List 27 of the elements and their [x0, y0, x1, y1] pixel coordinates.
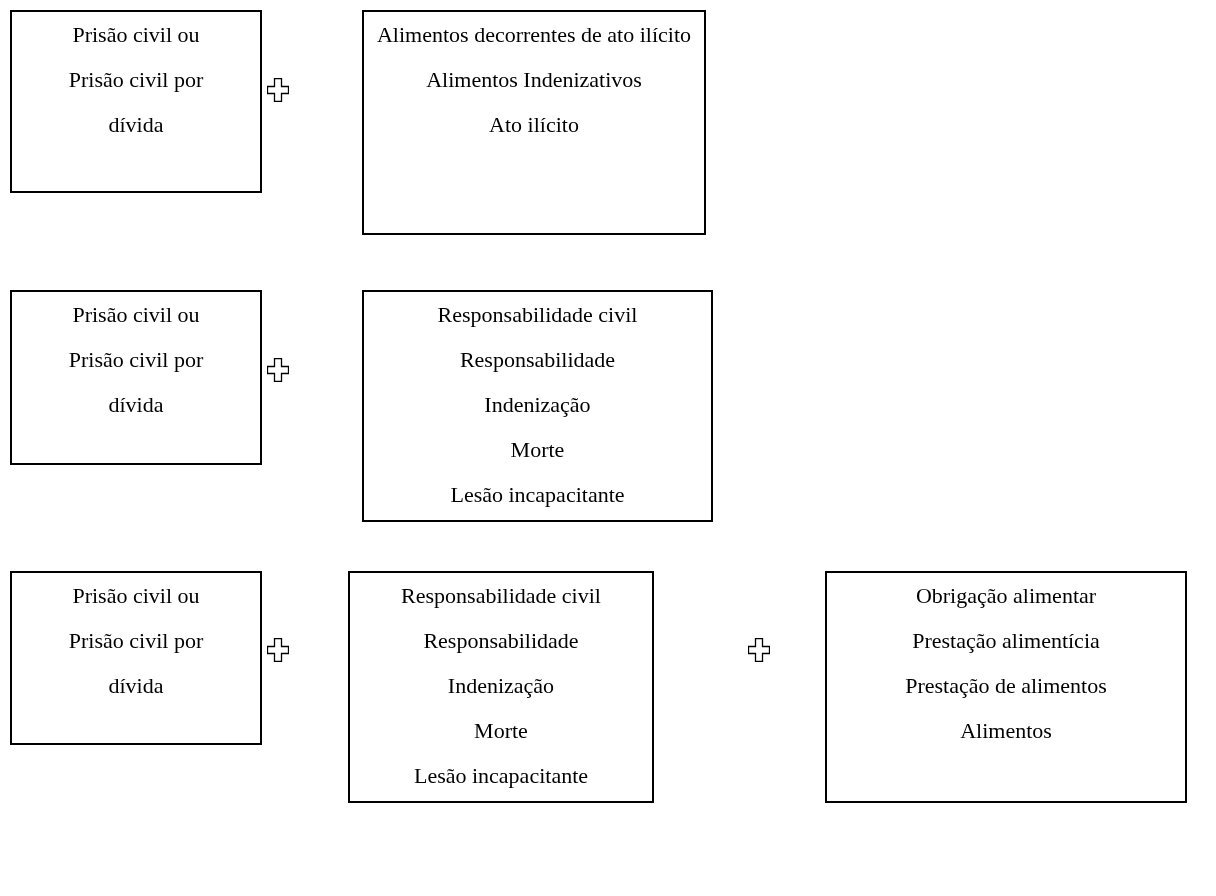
box-text: Alimentos	[960, 717, 1052, 745]
text-box	[10, 290, 262, 465]
text-box	[825, 571, 1187, 803]
box-text: Prisão civil ou Prisão civil por dívida	[67, 582, 205, 700]
text-box	[10, 10, 262, 193]
box-text: Prestação alimentícia	[912, 627, 1100, 655]
box-text: Morte	[474, 717, 528, 745]
box-text: Prisão civil ou Prisão civil por dívida	[67, 301, 205, 419]
text-box	[362, 10, 706, 235]
box-text: Indenização	[484, 391, 591, 419]
box-text: Lesão incapacitante	[413, 762, 589, 790]
text-box	[348, 571, 654, 803]
text-box	[10, 571, 262, 745]
box-text: Prestação de alimentos	[905, 672, 1107, 700]
box-text: Prisão civil ou Prisão civil por dívida	[67, 21, 205, 139]
box-text: Indenização	[447, 672, 555, 700]
box-text: Alimentos decorrentes de ato ilícito	[377, 21, 691, 49]
box-text: Alimentos Indenizativos	[426, 66, 642, 94]
box-text: Responsabilidade civil	[437, 301, 638, 329]
box-text: Responsabilidade	[459, 346, 616, 374]
box-text: Responsabilidade civil	[401, 582, 601, 610]
box-text: Responsabilidade	[423, 627, 579, 655]
box-text: Ato ilícito	[489, 111, 579, 139]
box-text: Morte	[510, 436, 565, 464]
box-text: Lesão incapacitante	[450, 481, 625, 509]
box-text: Obrigação alimentar	[915, 582, 1097, 610]
text-box	[362, 290, 713, 522]
